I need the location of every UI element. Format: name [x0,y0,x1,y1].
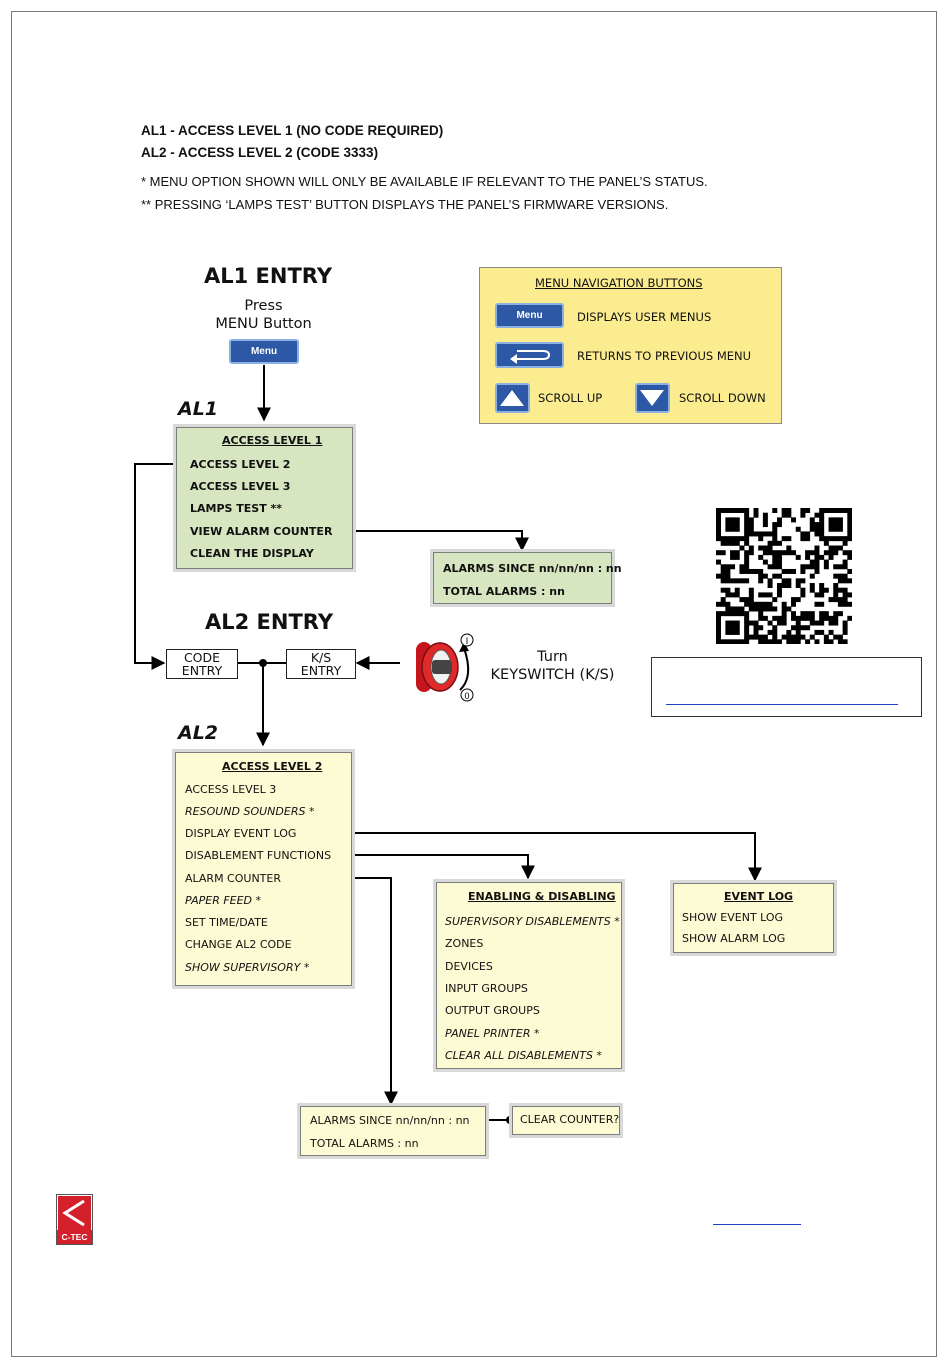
al1-menu-button[interactable]: Menu [229,339,299,364]
c-tec-logo: C-TEC [56,1194,93,1245]
al2-item-set-time-date[interactable]: SET TIME/DATE [185,916,268,929]
nav-scroll-up-desc: SCROLL UP [538,391,603,405]
menu-navigation-panel: MENU NAVIGATION BUTTONS Menu DISPLAYS US… [479,267,782,424]
al2-item-resound-sounders[interactable]: RESOUND SOUNDERS * [185,805,315,818]
back-button[interactable] [495,342,564,368]
return-arrow-icon [510,350,551,364]
access-level-1-title: ACCESS LEVEL 1 [222,434,323,447]
turn-keyswitch-instruction: Turn KEYSWITCH (K/S) [490,648,615,684]
al1-total-alarms: TOTAL ALARMS : nn [443,585,565,598]
note-al1: AL1 - ACCESS LEVEL 1 (NO CODE REQUIRED) [141,123,444,138]
nav-menu-button[interactable]: Menu [495,303,564,328]
access-level-2-title: ACCESS LEVEL 2 [222,760,323,773]
ed-item-zones[interactable]: ZONES [445,937,484,950]
al1-item-access-level-2[interactable]: ACCESS LEVEL 2 [190,458,291,471]
ed-item-input-groups[interactable]: INPUT GROUPS [445,982,528,995]
al1-item-access-level-3[interactable]: ACCESS LEVEL 3 [190,480,291,493]
nav-menu-desc: DISPLAYS USER MENUS [577,310,712,324]
al1-alarms-since: ALARMS SINCE nn/nn/nn : nn [443,562,622,575]
al2-alarm-counter-box: ALARMS SINCE nn/nn/nn : nn TOTAL ALARMS … [300,1106,486,1156]
note-al2: AL2 - ACCESS LEVEL 2 (CODE 3333) [141,145,379,160]
code-entry-box: CODE ENTRY [166,649,238,679]
nav-panel-title: MENU NAVIGATION BUTTONS [535,276,703,290]
al2-item-alarm-counter[interactable]: ALARM COUNTER [185,872,281,885]
al1-entry-title: AL1 ENTRY [204,264,333,288]
turn-line-2: KEYSWITCH (K/S) [490,667,615,683]
clear-counter-box: CLEAR COUNTER? [512,1106,620,1135]
press-line-1: Press [244,298,283,314]
al2-item-access-level-3[interactable]: ACCESS LEVEL 3 [185,783,277,796]
logo-mark-icon [58,1196,91,1230]
note-lamps-test: ** PRESSING ‘LAMPS TEST’ BUTTON DISPLAYS… [141,197,669,212]
ks-entry-line-2: ENTRY [300,663,342,678]
al2-item-change-al2-code[interactable]: CHANGE AL2 CODE [185,938,292,951]
qr-caption-box [651,657,922,717]
al1-alarm-counter-box: ALARMS SINCE nn/nn/nn : nn TOTAL ALARMS … [433,552,622,604]
footer-link-underline[interactable] [713,1224,801,1225]
enabling-disabling-menu: ENABLING & DISABLING SUPERVISORY DISABLE… [436,882,622,1069]
ed-item-devices[interactable]: DEVICES [445,960,493,973]
logo-text: C-TEC [57,1230,92,1244]
scroll-up-button[interactable] [495,383,530,413]
qr-code-image [716,508,852,644]
ed-item-panel-printer[interactable]: PANEL PRINTER * [445,1027,540,1040]
al1-item-view-alarm-counter[interactable]: VIEW ALARM COUNTER [190,525,333,538]
ks-entry-box: K/S ENTRY [286,649,356,679]
keyswitch-pos-0: 0 [464,691,469,701]
enabling-disabling-title: ENABLING & DISABLING [468,890,616,903]
al1-item-lamps-test[interactable]: LAMPS TEST ** [190,502,283,515]
keyswitch-pos-1: I [466,636,469,646]
code-entry-line-2: ENTRY [181,663,223,678]
al1-item-clean-display[interactable]: CLEAN THE DISPLAY [190,547,314,560]
al2-item-disablement-functions[interactable]: DISABLEMENT FUNCTIONS [185,849,332,862]
up-triangle-icon [500,390,524,406]
al1-press-instruction: Press MENU Button [196,297,331,333]
event-log-item-show-alarm-log[interactable]: SHOW ALARM LOG [682,932,786,945]
down-triangle-icon [640,390,664,406]
al2-entry-title: AL2 ENTRY [205,610,334,634]
al2-total-alarms: TOTAL ALARMS : nn [310,1137,419,1150]
ed-item-output-groups[interactable]: OUTPUT GROUPS [445,1004,540,1017]
al2-item-paper-feed[interactable]: PAPER FEED * [185,894,262,907]
qr-link-underline[interactable] [666,704,898,705]
turn-line-1: Turn [537,649,568,665]
nav-back-desc: RETURNS TO PREVIOUS MENU [577,349,752,363]
access-level-2-menu: ACCESS LEVEL 2 ACCESS LEVEL 3 RESOUND SO… [175,752,352,986]
al2-item-show-supervisory[interactable]: SHOW SUPERVISORY * [185,961,310,974]
keyswitch-icon: I 0 [416,633,474,702]
al2-alarms-since: ALARMS SINCE nn/nn/nn : nn [310,1114,470,1127]
clear-counter-option[interactable]: CLEAR COUNTER? [520,1113,620,1126]
ed-item-clear-all-disablements[interactable]: CLEAR ALL DISABLEMENTS * [445,1049,602,1062]
scroll-down-button[interactable] [635,383,670,413]
event-log-item-show-event-log[interactable]: SHOW EVENT LOG [682,911,784,924]
ed-item-supervisory-disablements[interactable]: SUPERVISORY DISABLEMENTS * [445,915,620,928]
code-entry-line-1: CODE [183,650,221,665]
press-line-2: MENU Button [215,316,312,332]
page-frame [11,11,937,1357]
al1-tag: AL1 [178,398,219,420]
note-menu-option: * MENU OPTION SHOWN WILL ONLY BE AVAILAB… [141,174,708,189]
event-log-title: EVENT LOG [724,890,794,903]
event-log-menu: EVENT LOG SHOW EVENT LOG SHOW ALARM LOG [673,883,834,953]
access-level-1-menu: ACCESS LEVEL 1 ACCESS LEVEL 2 ACCESS LEV… [176,427,353,569]
al2-item-display-event-log[interactable]: DISPLAY EVENT LOG [185,827,297,840]
nav-scroll-down-desc: SCROLL DOWN [679,391,766,405]
ks-entry-line-1: K/S [310,650,332,665]
al2-tag: AL2 [178,722,219,744]
